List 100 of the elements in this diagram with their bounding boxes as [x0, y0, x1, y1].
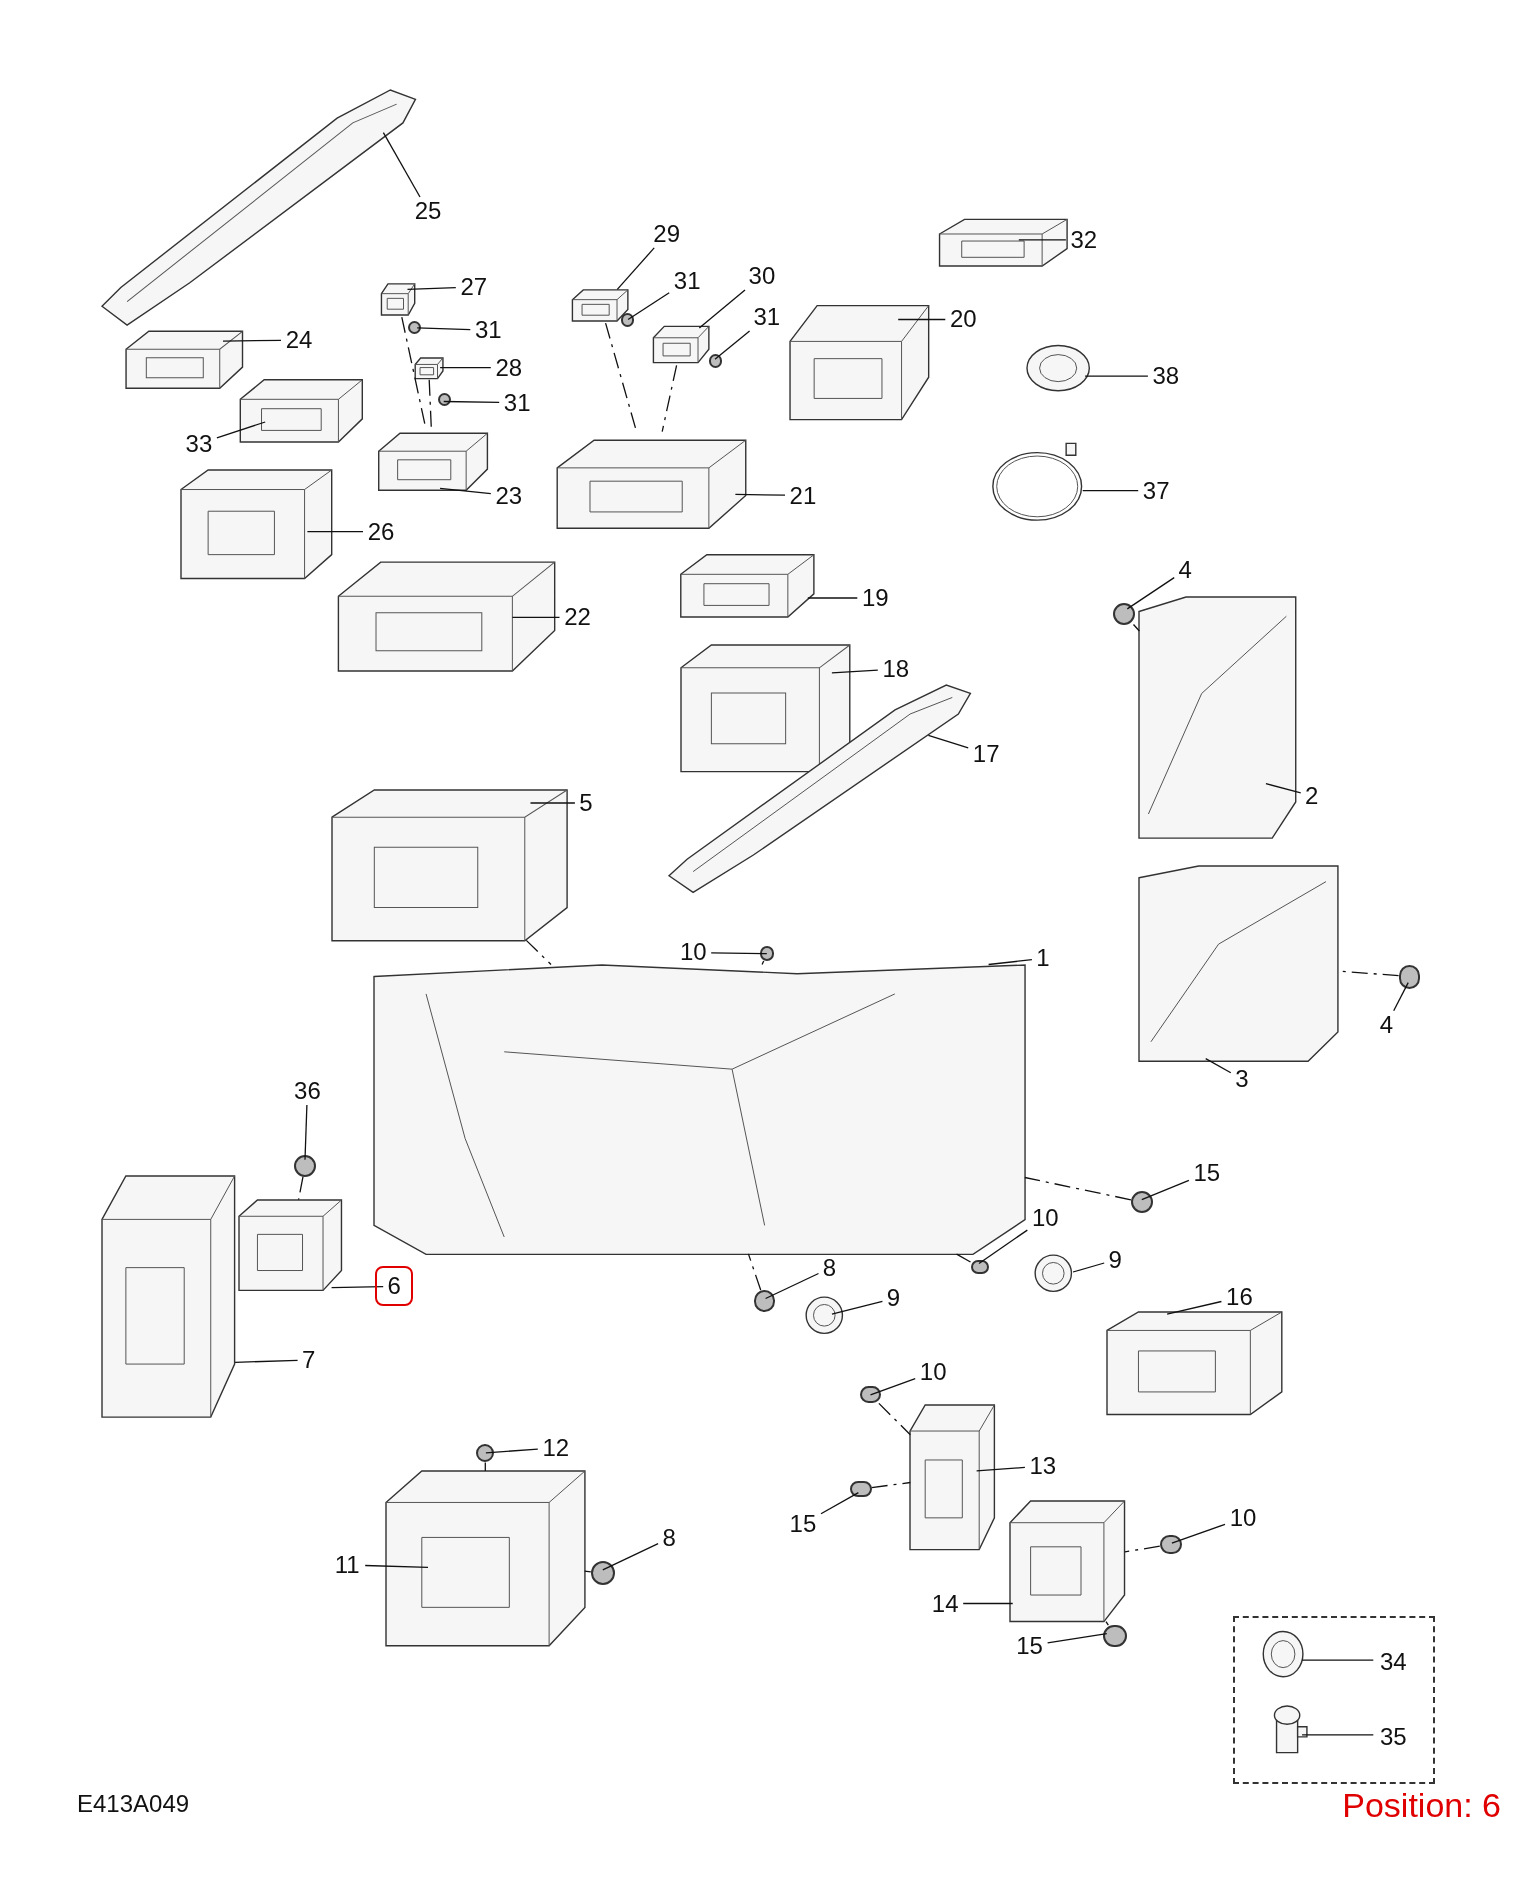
- leader-line: [616, 247, 655, 291]
- assembly-line: [1132, 623, 1140, 632]
- leader-line: [511, 616, 561, 618]
- bracket-drawing: [331, 789, 567, 941]
- leader-line: [439, 367, 492, 369]
- leader-line: [443, 400, 500, 404]
- callout-number: 31: [470, 316, 507, 345]
- callout-number: 27: [455, 272, 492, 301]
- leader-line: [714, 330, 751, 360]
- callout-number: 18: [877, 655, 914, 684]
- screw-head: [590, 1561, 615, 1586]
- callout-number: 38: [1147, 362, 1184, 391]
- bracket-drawing: [1106, 1311, 1282, 1415]
- screw-head: [970, 1259, 989, 1275]
- assembly-line: [584, 1570, 592, 1573]
- screw-head: [859, 1386, 882, 1404]
- leader-line: [439, 487, 492, 495]
- assembly-line: [871, 1481, 911, 1489]
- screw-head: [1130, 1191, 1153, 1213]
- leader-line: [1046, 1633, 1108, 1644]
- callout-number: 1: [1031, 944, 1054, 973]
- callout-number: 14: [927, 1589, 964, 1618]
- leader-line: [1171, 1523, 1226, 1544]
- screw-head: [1159, 1534, 1182, 1555]
- leader-line: [975, 1466, 1026, 1472]
- cap-drawing: [1261, 1629, 1305, 1678]
- callout-number: 11: [329, 1550, 366, 1579]
- leader-line: [1082, 490, 1139, 492]
- side-panel-drawing: [1139, 865, 1339, 1061]
- leader-line: [416, 327, 471, 331]
- callout-number: 25: [410, 197, 446, 225]
- leader-line: [1072, 1262, 1105, 1273]
- screw-head: [1112, 602, 1135, 625]
- assembly-line: [525, 939, 552, 966]
- leader-line: [978, 1229, 1028, 1265]
- bracket-drawing: [681, 645, 850, 772]
- bracket-drawing: [102, 1175, 236, 1417]
- leader-line: [304, 1104, 308, 1161]
- leader-line: [1393, 981, 1409, 1012]
- screw-head: [437, 393, 451, 407]
- leader-line: [330, 1285, 384, 1289]
- leader-line: [764, 1272, 820, 1300]
- leader-line: [222, 339, 282, 342]
- assembly-line: [747, 1253, 762, 1291]
- leader-line: [364, 1564, 429, 1568]
- bracket-drawing: [238, 1199, 342, 1291]
- callout-number: 16: [1221, 1283, 1258, 1312]
- callout-number: 4: [1174, 556, 1197, 585]
- assembly-line: [661, 364, 678, 433]
- callout-number: 34: [1375, 1648, 1412, 1677]
- assembly-line: [1105, 1620, 1109, 1626]
- leader-line: [602, 1542, 659, 1571]
- leader-line: [1166, 1300, 1223, 1315]
- leader-line: [485, 1448, 539, 1454]
- leader-line: [1301, 1734, 1374, 1736]
- callout-number: 32: [1065, 225, 1102, 254]
- cap-drawing: [805, 1296, 844, 1335]
- callout-number: 10: [1225, 1503, 1261, 1532]
- callout-number: 26: [363, 517, 399, 546]
- callout-number: 4: [1375, 1010, 1398, 1039]
- callout-number: 13: [1024, 1452, 1061, 1481]
- assembly-line: [1024, 1176, 1132, 1201]
- leader-line: [529, 802, 576, 804]
- leader-line: [962, 1602, 1014, 1605]
- callout-number: 6: [383, 1272, 406, 1301]
- leader-line: [710, 952, 768, 955]
- console-part-drawing: [570, 286, 631, 324]
- bracket-drawing: [180, 470, 332, 579]
- callout-number: 5: [574, 788, 597, 817]
- screw-head: [1103, 1625, 1128, 1647]
- console-part-drawing: [379, 280, 416, 318]
- screw-head: [1398, 964, 1421, 989]
- screw-head: [294, 1155, 316, 1177]
- leader-line: [406, 286, 457, 291]
- screw-head: [849, 1480, 872, 1498]
- callout-number: 15: [1188, 1159, 1225, 1188]
- callout-number: 31: [748, 303, 785, 332]
- assembly-line: [484, 1461, 486, 1472]
- callout-number: 12: [537, 1434, 574, 1462]
- leader-line: [1265, 783, 1302, 794]
- side-panel-drawing: [1139, 596, 1297, 838]
- callout-number: 36: [289, 1077, 326, 1106]
- leader-line: [1126, 576, 1175, 610]
- assembly-line: [878, 1402, 911, 1436]
- callout-number: 2: [1300, 781, 1323, 810]
- callout-number: 15: [784, 1509, 821, 1538]
- leader-line: [820, 1491, 860, 1515]
- leader-line: [831, 669, 879, 674]
- callout-number: 8: [658, 1524, 681, 1553]
- screw-head: [753, 1290, 776, 1312]
- callout-number: 9: [882, 1284, 905, 1313]
- cap-drawing: [1024, 343, 1092, 392]
- callout-number: 35: [1375, 1722, 1412, 1751]
- screw-head: [708, 354, 723, 368]
- callout-number: 31: [669, 266, 706, 295]
- position-note: Position: 6: [1342, 1785, 1501, 1826]
- screw-head: [407, 320, 421, 334]
- callout-number: 10: [1027, 1203, 1064, 1232]
- callout-number: 37: [1138, 476, 1175, 505]
- leader-line: [306, 531, 364, 533]
